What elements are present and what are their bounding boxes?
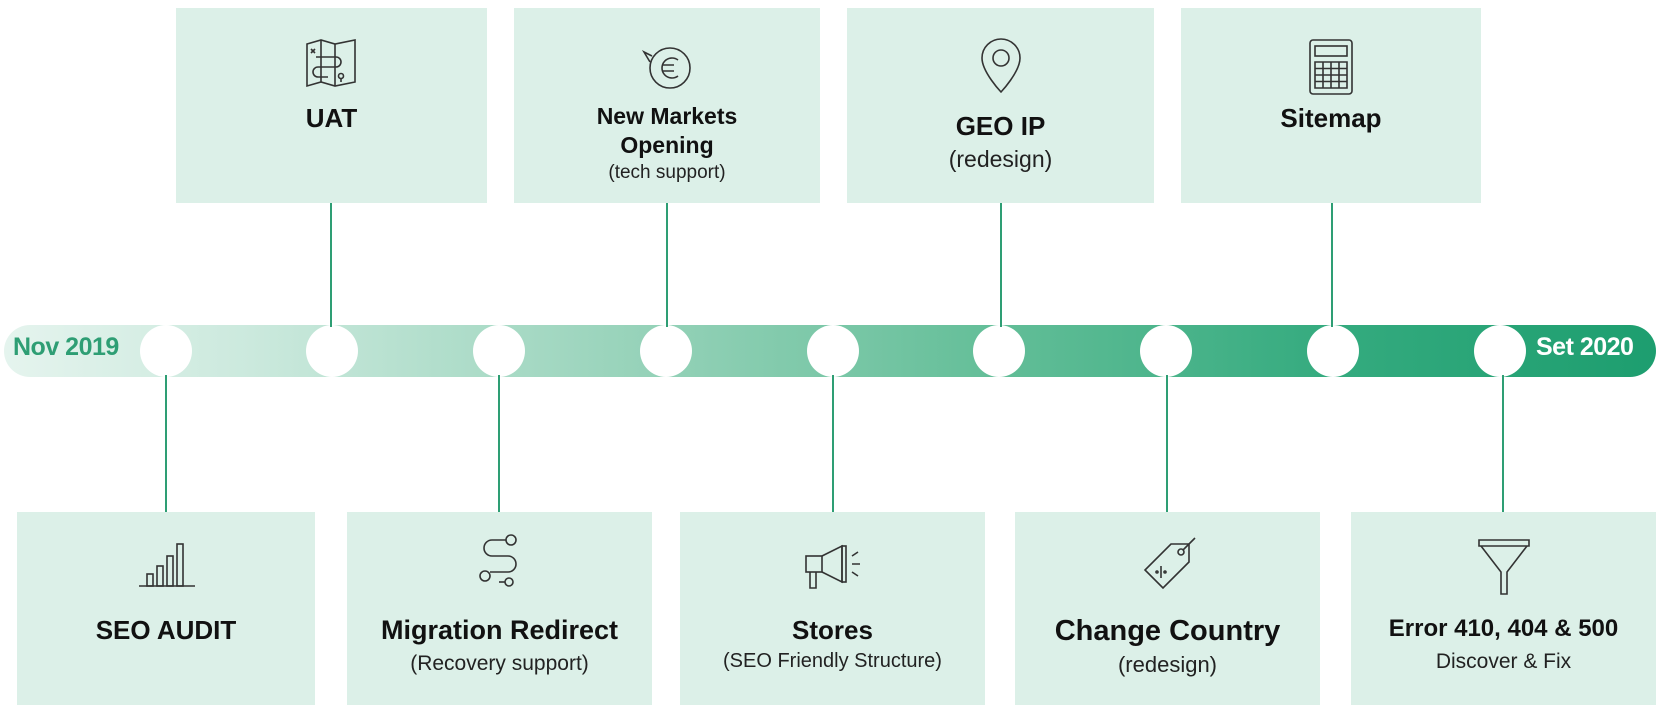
card-title: Error 410, 404 & 500 bbox=[1388, 615, 1619, 642]
bar-chart-icon bbox=[135, 532, 197, 594]
card-title: Migration Redirect bbox=[380, 615, 619, 645]
connector-sitemap bbox=[1331, 203, 1333, 327]
connector-new-markets bbox=[666, 203, 668, 327]
timeline-start-label: Nov 2019 bbox=[13, 333, 119, 361]
connector-migration bbox=[498, 375, 500, 512]
card-title: Change Country bbox=[1054, 615, 1281, 647]
card-subtitle: (SEO Friendly Structure) bbox=[723, 650, 942, 672]
card-title: Stores bbox=[792, 615, 873, 645]
route-icon bbox=[469, 532, 531, 594]
card-seo-audit: SEO AUDIT bbox=[17, 512, 315, 705]
connector-uat bbox=[330, 203, 332, 327]
card-subtitle: (Recovery support) bbox=[410, 652, 589, 675]
calculator-icon bbox=[1300, 36, 1362, 98]
card-title: Sitemap bbox=[1280, 103, 1382, 133]
card-uat: UAT bbox=[176, 8, 487, 203]
connector-error bbox=[1502, 375, 1504, 512]
card-geo-ip: GEO IP (redesign) bbox=[847, 8, 1154, 203]
card-title: SEO AUDIT bbox=[95, 615, 237, 645]
timeline-node bbox=[973, 325, 1025, 377]
card-stores: Stores (SEO Friendly Structure) bbox=[680, 512, 985, 705]
timeline-node bbox=[473, 325, 525, 377]
timeline-node bbox=[1307, 325, 1359, 377]
card-new-markets: New Markets Opening (tech support) bbox=[514, 8, 820, 203]
timeline-node bbox=[306, 325, 358, 377]
card-error: Error 410, 404 & 500 Discover & Fix bbox=[1351, 512, 1656, 705]
timeline-end-label: Set 2020 bbox=[1536, 333, 1634, 361]
map-icon bbox=[301, 32, 363, 94]
euro-chat-icon bbox=[636, 38, 698, 100]
funnel-icon bbox=[1473, 536, 1535, 598]
timeline-node bbox=[140, 325, 192, 377]
timeline-node bbox=[1474, 325, 1526, 377]
connector-seo-audit bbox=[165, 375, 167, 512]
timeline-node bbox=[807, 325, 859, 377]
timeline-node bbox=[640, 325, 692, 377]
connector-change-country bbox=[1166, 375, 1168, 512]
timeline-node bbox=[1140, 325, 1192, 377]
card-subtitle: Discover & Fix bbox=[1435, 650, 1572, 673]
megaphone-icon bbox=[802, 534, 864, 596]
location-pin-icon bbox=[970, 34, 1032, 96]
card-title-line1: New Markets bbox=[596, 103, 738, 129]
connector-geo-ip bbox=[1000, 203, 1002, 327]
connector-stores bbox=[832, 375, 834, 512]
card-subtitle: (redesign) bbox=[948, 146, 1053, 172]
card-title-line2: Opening bbox=[620, 132, 714, 158]
card-title: GEO IP bbox=[955, 111, 1046, 141]
card-sitemap: Sitemap bbox=[1181, 8, 1481, 203]
price-tag-icon bbox=[1137, 536, 1199, 598]
card-migration-redirect: Migration Redirect (Recovery support) bbox=[347, 512, 652, 705]
card-subtitle: (tech support) bbox=[608, 162, 726, 183]
card-change-country: Change Country (redesign) bbox=[1015, 512, 1320, 705]
card-title: UAT bbox=[305, 103, 358, 133]
card-subtitle: (redesign) bbox=[1117, 652, 1218, 677]
